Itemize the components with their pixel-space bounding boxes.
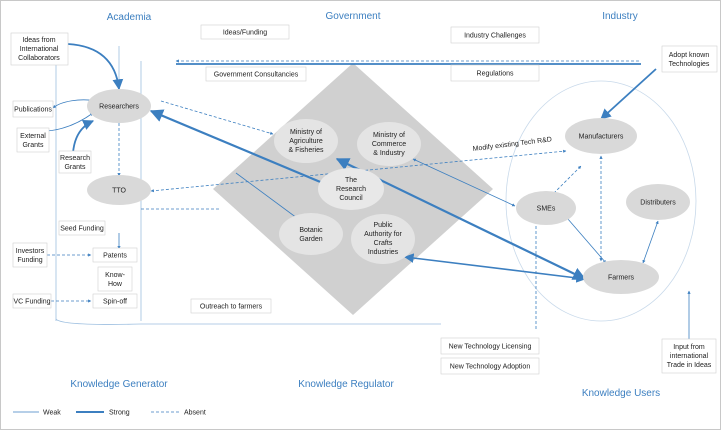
box-input-international: Input from international Trade in Ideas — [661, 338, 717, 374]
svg-text:Grants: Grants — [22, 142, 44, 149]
svg-text:New Technology Adoption: New Technology Adoption — [450, 364, 531, 371]
svg-text:Botanic: Botanic — [299, 227, 323, 234]
box-research-grants: Research Grants — [58, 150, 92, 174]
svg-text:SMEs: SMEs — [537, 206, 556, 213]
svg-text:Investors: Investors — [16, 248, 45, 255]
svg-text:Funding: Funding — [17, 257, 42, 264]
header-industry: Industry — [602, 11, 638, 22]
svg-text:The: The — [345, 177, 357, 184]
header-knowledge-regulator: Knowledge Regulator — [298, 379, 394, 390]
svg-text:& Industry: & Industry — [373, 150, 405, 157]
svg-text:Distributers: Distributers — [640, 200, 676, 207]
node-distributers: Distributers — [626, 184, 690, 220]
svg-text:Regulations: Regulations — [477, 71, 514, 78]
svg-text:Public: Public — [373, 222, 393, 229]
svg-text:Research: Research — [60, 155, 90, 162]
svg-text:Research: Research — [336, 186, 366, 193]
node-smes: SMEs — [516, 191, 576, 225]
label-modify-existing: Modify existing Tech R&D — [472, 136, 552, 153]
node-researchers: Researchers — [87, 89, 151, 123]
node-ministry-agriculture: Ministry of Agriculture & Fisheries — [274, 119, 338, 163]
svg-text:international: international — [670, 353, 709, 360]
svg-text:Spin-off: Spin-off — [103, 299, 127, 306]
svg-text:Commerce: Commerce — [372, 141, 406, 148]
svg-text:Garden: Garden — [299, 236, 322, 243]
svg-text:Seed Funding: Seed Funding — [60, 226, 104, 233]
svg-text:Technologies: Technologies — [669, 61, 710, 68]
node-botanic-garden: Botanic Garden — [279, 213, 343, 255]
svg-text:Ideas/Funding: Ideas/Funding — [223, 30, 267, 37]
node-tto: TTO — [87, 175, 151, 205]
node-public-authority: Public Authority for Crafts Industries — [351, 214, 415, 264]
svg-text:VC Funding: VC Funding — [14, 299, 51, 306]
svg-text:International: International — [20, 46, 59, 53]
svg-text:Crafts: Crafts — [374, 240, 393, 247]
box-outreach: Outreach to farmers — [190, 298, 272, 314]
box-ideas-international: Ideas from International Collaborators — [10, 32, 69, 66]
svg-text:Ideas from: Ideas from — [22, 37, 55, 44]
header-government: Government — [325, 11, 380, 22]
box-know-how: Know- How — [97, 266, 133, 292]
node-ministry-commerce: Ministry of Commerce & Industry — [357, 122, 421, 166]
header-knowledge-users: Knowledge Users — [582, 388, 660, 399]
box-gov-consultancies: Government Consultancies — [205, 66, 307, 82]
svg-text:Government Consultancies: Government Consultancies — [214, 72, 299, 79]
svg-text:Council: Council — [339, 195, 363, 202]
box-vc-funding: VC Funding — [12, 293, 52, 309]
box-adopt-known: Adopt known Technologies — [661, 45, 718, 73]
svg-text:Grants: Grants — [64, 164, 86, 171]
legend-strong-label: Strong — [109, 410, 130, 417]
box-publications: Publications — [12, 100, 54, 118]
svg-text:Outreach to farmers: Outreach to farmers — [200, 304, 263, 311]
svg-text:Collaborators: Collaborators — [18, 55, 60, 62]
node-manufacturers: Manufacturers — [565, 118, 637, 154]
svg-text:Input from: Input from — [673, 344, 705, 351]
header-knowledge-generator: Knowledge Generator — [70, 379, 168, 390]
box-seed-funding: Seed Funding — [58, 220, 106, 236]
header-academia: Academia — [107, 12, 152, 23]
svg-text:Know-: Know- — [105, 272, 126, 279]
svg-text:Industries: Industries — [368, 249, 399, 256]
svg-text:Ministry of: Ministry of — [290, 129, 322, 136]
box-investors-funding: Investors Funding — [12, 242, 48, 268]
svg-text:Agriculture: Agriculture — [289, 138, 323, 145]
svg-text:New Technology Licensing: New Technology Licensing — [449, 344, 532, 351]
svg-text:TTO: TTO — [112, 188, 126, 195]
svg-text:Patents: Patents — [103, 253, 127, 260]
svg-text:& Fisheries: & Fisheries — [288, 147, 324, 154]
box-patents: Patents — [92, 247, 138, 263]
node-research-council: The Research Council — [318, 168, 384, 210]
box-new-tech-adoption: New Technology Adoption — [440, 357, 540, 375]
svg-text:Trade in Ideas: Trade in Ideas — [667, 362, 712, 369]
legend: Weak Strong Absent — [13, 410, 206, 417]
box-ideas-funding: Ideas/Funding — [200, 24, 290, 40]
box-new-tech-licensing: New Technology Licensing — [440, 337, 540, 355]
svg-text:Manufacturers: Manufacturers — [579, 134, 624, 141]
box-industry-challenges: Industry Challenges — [450, 26, 540, 44]
svg-text:How: How — [108, 281, 123, 288]
legend-absent-label: Absent — [184, 410, 206, 417]
box-spin-off: Spin-off — [92, 293, 138, 309]
svg-text:Authority for: Authority for — [364, 231, 402, 238]
svg-text:Farmers: Farmers — [608, 275, 635, 282]
svg-text:Ministry of: Ministry of — [373, 132, 405, 139]
box-regulations: Regulations — [450, 64, 540, 82]
legend-weak-label: Weak — [43, 410, 61, 417]
svg-text:External: External — [20, 133, 46, 140]
svg-text:Adopt known: Adopt known — [669, 52, 710, 59]
box-external-grants: External Grants — [16, 127, 50, 153]
svg-text:Publications: Publications — [14, 107, 52, 114]
svg-text:Researchers: Researchers — [99, 104, 139, 111]
node-farmers: Farmers — [583, 260, 659, 294]
svg-text:Industry Challenges: Industry Challenges — [464, 33, 526, 40]
